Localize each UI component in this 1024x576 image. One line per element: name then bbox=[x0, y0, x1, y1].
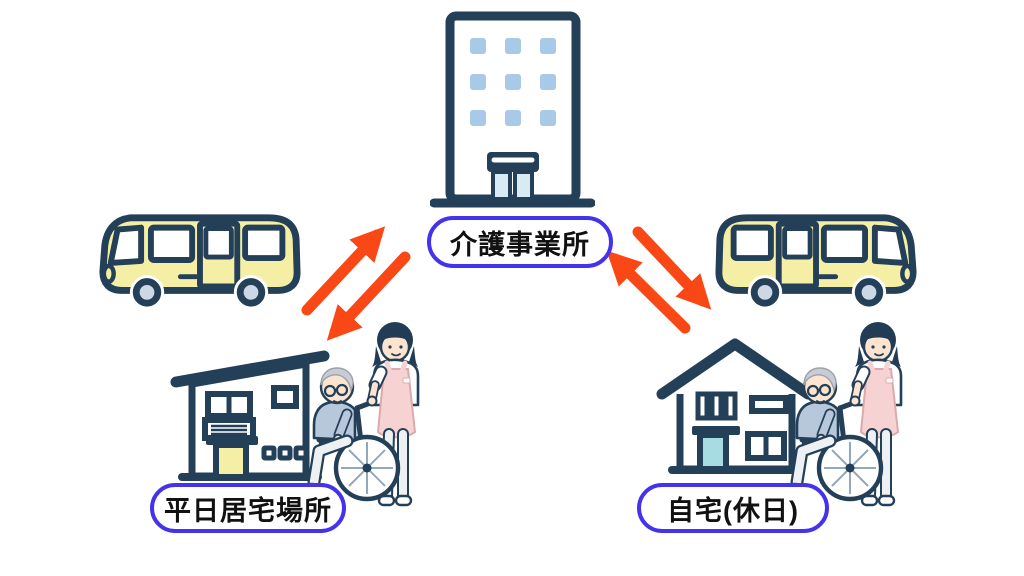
label-weekday-residence-text: 平日居宅場所 bbox=[164, 495, 332, 526]
arrow-down-to-home bbox=[632, 226, 712, 310]
label-care-office-text: 介護事業所 bbox=[450, 229, 590, 260]
arrow-up-to-office bbox=[606, 250, 691, 334]
home-house-icon bbox=[656, 338, 814, 474]
arrows-right-bidirectional bbox=[606, 226, 712, 334]
teal-door bbox=[697, 432, 729, 472]
arrow-up-to-office bbox=[301, 226, 386, 316]
weekday-house-icon bbox=[170, 350, 330, 481]
label-care-office: 介護事業所 bbox=[427, 216, 613, 268]
caregiver-wheelchair-icon-right bbox=[778, 312, 918, 512]
label-home-holiday: 自宅(休日) bbox=[637, 483, 829, 533]
shuttle-bus-icon-left bbox=[96, 202, 302, 318]
arrows-left-bidirectional bbox=[301, 226, 411, 341]
building-entrance bbox=[487, 152, 539, 201]
office-building-icon bbox=[430, 11, 595, 208]
gable-roof bbox=[656, 338, 814, 400]
label-weekday-residence: 平日居宅場所 bbox=[150, 483, 346, 533]
arrow-down-to-house bbox=[326, 251, 411, 341]
building-windows bbox=[470, 38, 556, 126]
shuttle-bus-icon-right bbox=[714, 202, 920, 318]
label-home-holiday-text: 自宅(休日) bbox=[667, 495, 799, 526]
yellow-door bbox=[213, 442, 249, 480]
slanted-roof bbox=[170, 350, 330, 388]
